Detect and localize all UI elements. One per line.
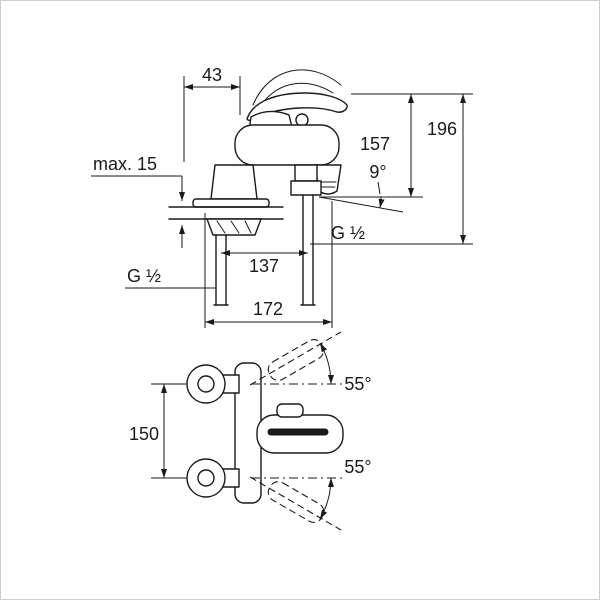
angle-slant-line — [318, 196, 404, 213]
dim-172-label: 172 — [253, 299, 283, 319]
dimension-max15: max. 15 — [91, 154, 185, 248]
top-escutcheon-hub — [197, 375, 215, 393]
dim-196-label: 196 — [427, 119, 457, 139]
angle-55-bottom-label: 55° — [344, 457, 371, 477]
shower-outlet — [294, 164, 318, 182]
dim-137-label: 137 — [249, 256, 279, 276]
leader-line — [377, 181, 381, 195]
dim-max15-label: max. 15 — [93, 154, 157, 174]
angle-9: 9° — [318, 162, 404, 213]
dimension-196: 196 — [310, 94, 473, 245]
top-view: 43 max. 15 157 196 9° — [91, 65, 473, 328]
dim-157-label: 157 — [360, 134, 390, 154]
phantom-union-top — [267, 339, 325, 381]
thread-left-label: G ½ — [127, 266, 161, 286]
dim-43-label: 43 — [202, 65, 222, 85]
thread-label-right: G ½ — [331, 223, 365, 243]
nut-hatch-line — [216, 220, 226, 234]
diverter-knob — [295, 113, 309, 127]
union-nut — [290, 180, 322, 196]
faucet-side-profile — [168, 69, 348, 306]
lever-pivot-cap — [276, 403, 304, 418]
thread-label-left: G ½ — [125, 266, 216, 289]
swivel-bottom: 55° — [249, 457, 372, 531]
dimension-43: 43 — [183, 65, 241, 162]
dimension-150: 150 — [129, 383, 187, 479]
dimension-157: 157 — [319, 93, 473, 198]
angle-9-label: 9° — [369, 162, 386, 182]
mounting-nut — [206, 218, 262, 236]
phantom-union-bottom — [267, 481, 325, 523]
dim-150-label: 150 — [129, 424, 159, 444]
swivel-top: 55° — [249, 331, 372, 394]
mixer-body — [234, 124, 340, 166]
faucet-front-profile — [186, 362, 344, 504]
swivel-axis-dashed — [249, 476, 342, 531]
lever-swing-ghost-line — [252, 69, 342, 106]
angle-arc-bottom — [319, 477, 334, 520]
bottom-escutcheon-hub — [197, 469, 215, 487]
angle-arc-top — [319, 342, 334, 385]
nut-hatch-line2 — [230, 220, 240, 234]
dimension-172: 172 — [204, 201, 333, 328]
base-pillar — [210, 164, 258, 200]
dimension-137: 137 — [221, 250, 308, 276]
thread-right-label: G ½ — [331, 223, 365, 243]
nut-hatch-line3 — [244, 220, 252, 234]
angle-55-top-label: 55° — [344, 374, 371, 394]
front-view: 55° 55° 150 — [129, 331, 372, 531]
base-flange — [192, 198, 270, 208]
swivel-axis-dashed — [249, 331, 342, 386]
angle-arc — [378, 196, 385, 209]
